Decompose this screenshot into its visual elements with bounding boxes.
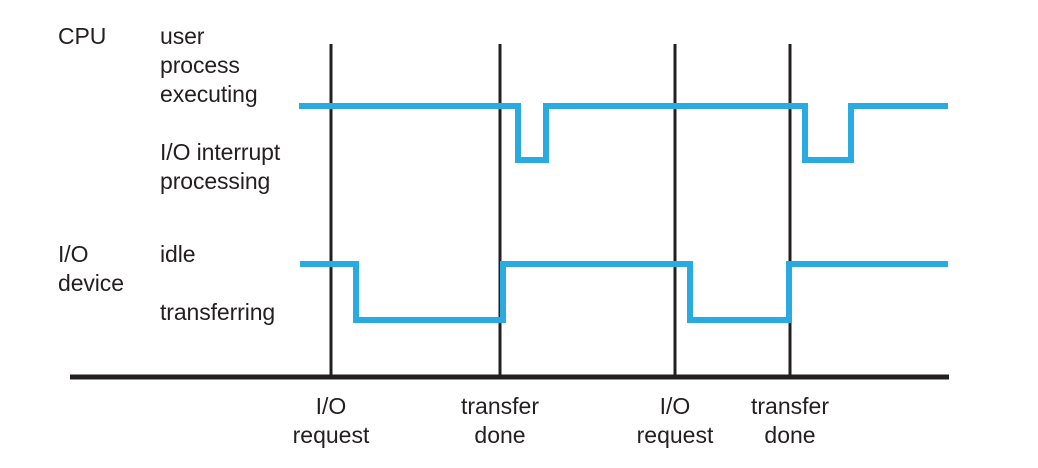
- io-state-idle-label: idle: [160, 241, 196, 267]
- event-marker-lines: [329, 44, 792, 377]
- io-device-group-label: I/O device: [58, 241, 124, 296]
- io-state-transferring-label: transferring: [160, 299, 276, 325]
- event-label-io-request-1: I/O request: [292, 393, 370, 448]
- cpu-state-user-process-executing-label: user process executing: [160, 23, 258, 107]
- cpu-state-io-interrupt-processing-label: I/O interrupt processing: [160, 139, 281, 194]
- cpu-group-label: CPU: [58, 23, 107, 49]
- event-label-transfer-done-2: transfer done: [751, 393, 829, 448]
- cpu-waveform: [299, 103, 948, 163]
- io-device-waveform: [300, 261, 948, 323]
- event-label-transfer-done-1: transfer done: [461, 393, 539, 448]
- event-label-io-request-2: I/O request: [636, 393, 714, 448]
